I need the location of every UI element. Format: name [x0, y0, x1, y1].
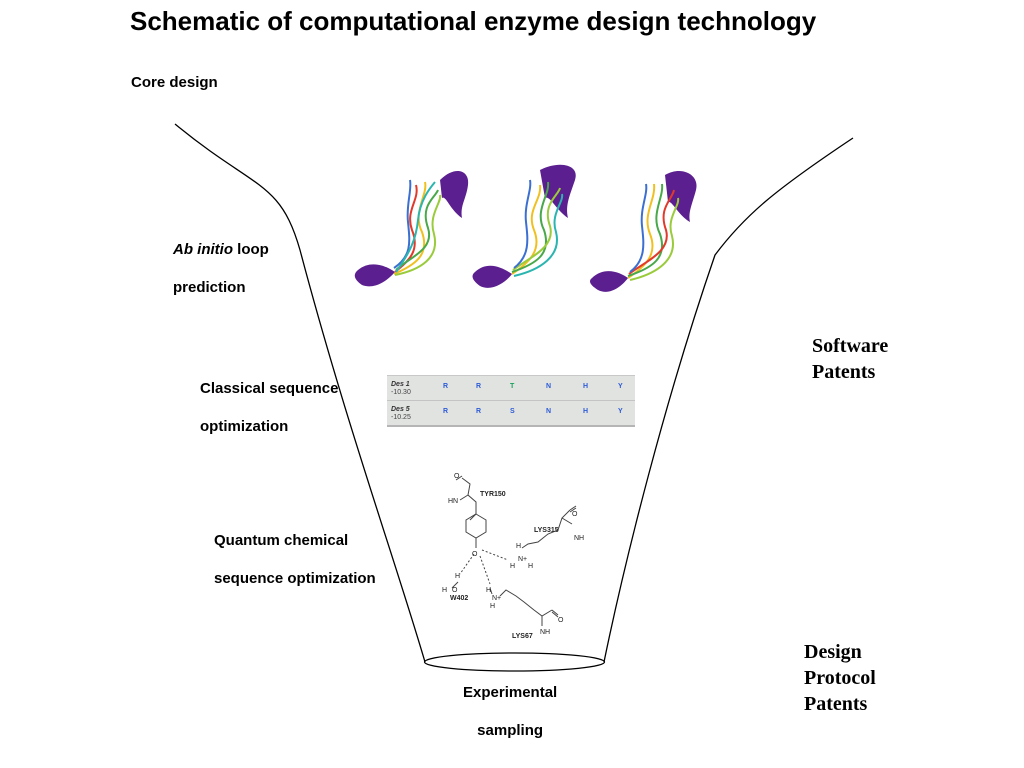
- h-label: H: [528, 563, 533, 570]
- lys67-carbonyl-o-label: O: [558, 617, 564, 624]
- residue: H: [583, 408, 589, 415]
- ab-initio-rest: loop: [233, 241, 269, 258]
- ab-initio-line2: prediction: [173, 279, 246, 296]
- loop-structure-1: [354, 170, 469, 287]
- residue: R: [443, 383, 449, 390]
- residue: Y: [618, 408, 623, 415]
- design-protocol-patents-label: Design Protocol Patents: [804, 639, 876, 717]
- lys315-label: LYS315: [534, 527, 559, 534]
- residue: T: [510, 383, 515, 390]
- classical-sequence-optimization-label: Classical sequence optimization: [200, 370, 338, 446]
- quantum-line2: sequence optimization: [214, 570, 376, 587]
- residue: R: [476, 408, 482, 415]
- ab-initio-italic: Ab initio: [173, 241, 233, 258]
- design-name: Des 1: [391, 381, 410, 388]
- residue: R: [476, 383, 482, 390]
- active-site-molecule-diagram: O HN TYR150 O O LYS315 NH H N+ H H H O H…: [442, 473, 584, 640]
- design-line2: Protocol: [804, 667, 876, 689]
- core-design-label: Core design: [131, 74, 218, 91]
- lys67-n-plus-label: N+: [492, 595, 501, 602]
- design-score: -10.30: [391, 389, 411, 396]
- loop-prediction-structures: [354, 164, 697, 292]
- w402-label: W402: [450, 595, 468, 602]
- experimental-line1: Experimental: [463, 684, 558, 701]
- software-patents-label: Software Patents: [812, 333, 888, 385]
- residue: H: [583, 383, 589, 390]
- design-name: Des 5: [391, 406, 410, 413]
- lys315-n-plus-label: N+: [518, 556, 527, 563]
- classical-line2: optimization: [200, 418, 289, 435]
- classical-line1: Classical sequence: [200, 380, 339, 397]
- experimental-sampling-label: Experimental sampling: [463, 674, 557, 750]
- hn-label: HN: [448, 498, 458, 505]
- h-label: H: [510, 563, 515, 570]
- sequence-row: Des 1 -10.30 R R T N H Y: [387, 376, 635, 401]
- software-line1: Software: [812, 335, 889, 357]
- water-o-label: O: [452, 587, 458, 594]
- phenolate-o-label: O: [472, 551, 478, 558]
- h-label: H: [442, 587, 447, 594]
- sequence-table: Des 1 -10.30 R R T N H Y Des 5 -10.25 R …: [387, 375, 635, 427]
- lys67-nh-label: NH: [540, 629, 550, 636]
- slide-title: Schematic of computational enzyme design…: [130, 6, 817, 36]
- residue: S: [510, 408, 515, 415]
- design-score: -10.25: [391, 414, 411, 421]
- residue: R: [443, 408, 449, 415]
- loop-structure-2: [472, 164, 576, 288]
- software-line2: Patents: [812, 361, 876, 383]
- h-label: H: [516, 543, 521, 550]
- residue: N: [546, 383, 552, 390]
- ab-initio-loop-prediction-label: Ab initio loop prediction: [173, 231, 269, 307]
- residue: Y: [618, 383, 623, 390]
- lys67-label: LYS67: [512, 633, 533, 640]
- carbonyl-o-label: O: [454, 473, 460, 480]
- h-label: H: [490, 603, 495, 610]
- residue: N: [546, 408, 552, 415]
- design-line1: Design: [804, 641, 862, 663]
- quantum-line1: Quantum chemical: [214, 532, 349, 549]
- tyr150-label: TYR150: [480, 491, 506, 498]
- design-line3: Patents: [804, 693, 868, 715]
- h-label: H: [486, 587, 491, 594]
- experimental-line2: sampling: [477, 722, 544, 739]
- quantum-chemical-optimization-label: Quantum chemical sequence optimization: [214, 522, 376, 598]
- loop-structure-3: [590, 170, 697, 292]
- lys315-carbonyl-o-label: O: [572, 511, 578, 518]
- h-label: H: [455, 573, 460, 580]
- lys315-nh-label: NH: [574, 535, 584, 542]
- sequence-row: Des 5 -10.25 R R S N H Y: [387, 401, 635, 425]
